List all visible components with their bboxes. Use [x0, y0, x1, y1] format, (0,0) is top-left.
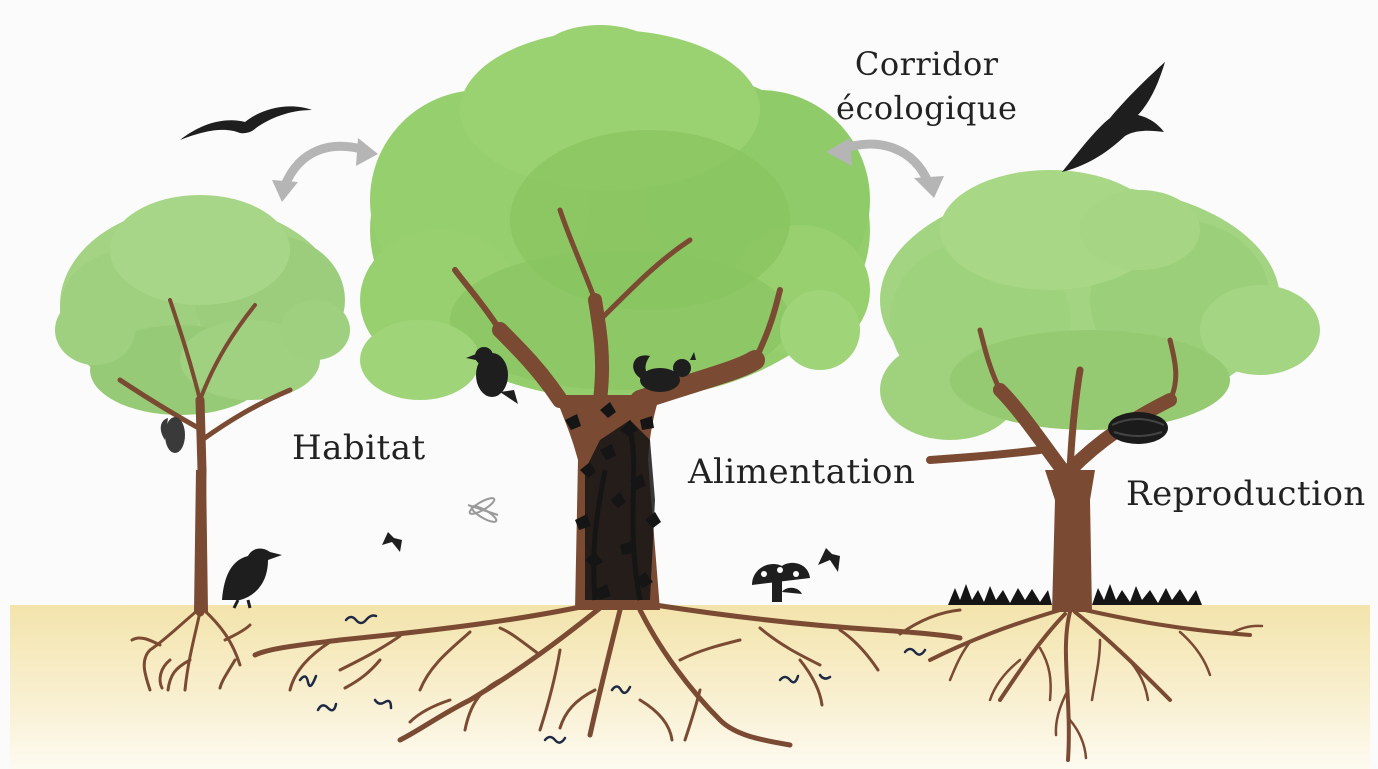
butterfly-icon: [818, 548, 840, 572]
label-habitat: Habitat: [292, 428, 426, 468]
label-alimentation: Alimentation: [688, 452, 915, 492]
bat-icon: [161, 417, 185, 453]
center-tree: [360, 25, 870, 610]
butterfly-icon: [382, 532, 402, 552]
label-reproduction: Reproduction: [1126, 474, 1366, 514]
flying-crow-icon: [1062, 62, 1165, 172]
nest-icon: [1108, 412, 1168, 444]
mushroom-icon: [752, 563, 810, 602]
right-tree-foliage: [880, 170, 1320, 440]
flying-bird-icon: [180, 106, 312, 140]
label-corridor-line1: Corridor: [836, 42, 1017, 86]
left-tree-trunk: [194, 470, 208, 612]
label-corridor-ecologique: Corridor écologique: [836, 42, 1017, 130]
right-tree-trunk: [1045, 470, 1095, 612]
right-tree: [880, 170, 1320, 612]
center-tree-foliage: [360, 25, 870, 400]
dragonfly-icon: [468, 496, 498, 525]
crow-icon: [222, 549, 282, 608]
left-tree: [55, 195, 350, 612]
left-tree-foliage: [55, 195, 350, 415]
label-corridor-line2: écologique: [836, 86, 1017, 130]
